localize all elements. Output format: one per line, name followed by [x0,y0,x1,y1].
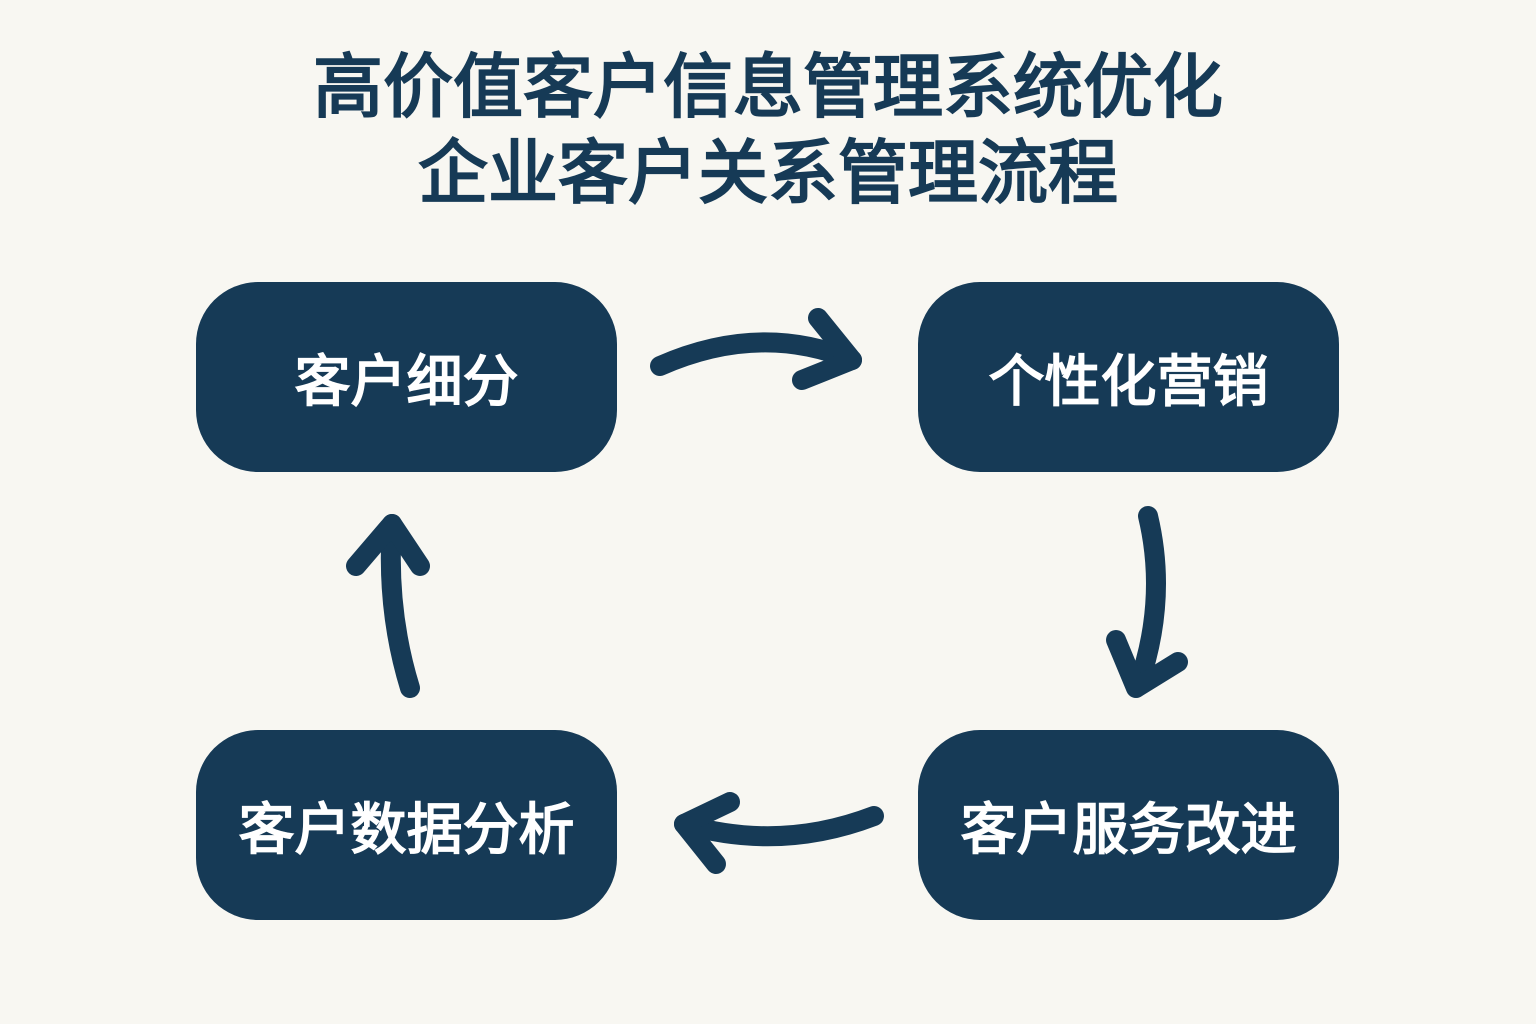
arrow-up-icon [346,514,430,698]
step-customer-service-improvement: 客户服务改进 [918,730,1339,920]
step-customer-data-analysis: 客户数据分析 [196,730,617,920]
arrow-right-icon [650,308,862,390]
arrow-left-icon [674,792,884,874]
step-customer-segmentation: 客户细分 [196,282,617,472]
title-line-1: 高价值客户信息管理系统优化 [313,46,1223,128]
title-line-2: 企业客户关系管理流程 [418,132,1118,214]
step-personalized-marketing: 个性化营销 [918,282,1339,472]
arrow-down-icon [1106,506,1188,698]
